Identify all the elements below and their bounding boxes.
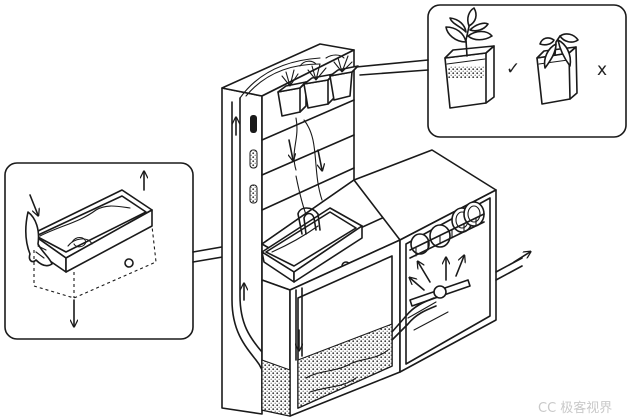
callout-pointer-right xyxy=(355,59,429,76)
callout-tray xyxy=(4,162,265,340)
planter-row xyxy=(277,54,359,117)
check-mark-icon: ✓ xyxy=(506,59,520,79)
callout-pots: ✓ x xyxy=(355,4,627,138)
tray-detail xyxy=(25,189,157,299)
healthy-plant-pot xyxy=(444,7,495,109)
vent-slot-1 xyxy=(250,115,257,133)
sink-tray xyxy=(261,207,363,283)
dish-rack xyxy=(409,201,485,259)
tall-column-side xyxy=(221,87,263,415)
arrow-tray-down xyxy=(29,194,38,215)
cross-mark-icon: x xyxy=(597,60,607,80)
watermark-text: CC 极客视界 xyxy=(538,400,612,416)
cabinet-unit xyxy=(221,43,530,417)
vent-slot-2 xyxy=(249,149,258,169)
vent-slot-3 xyxy=(249,184,258,204)
wilted-plant-pot xyxy=(536,33,579,105)
